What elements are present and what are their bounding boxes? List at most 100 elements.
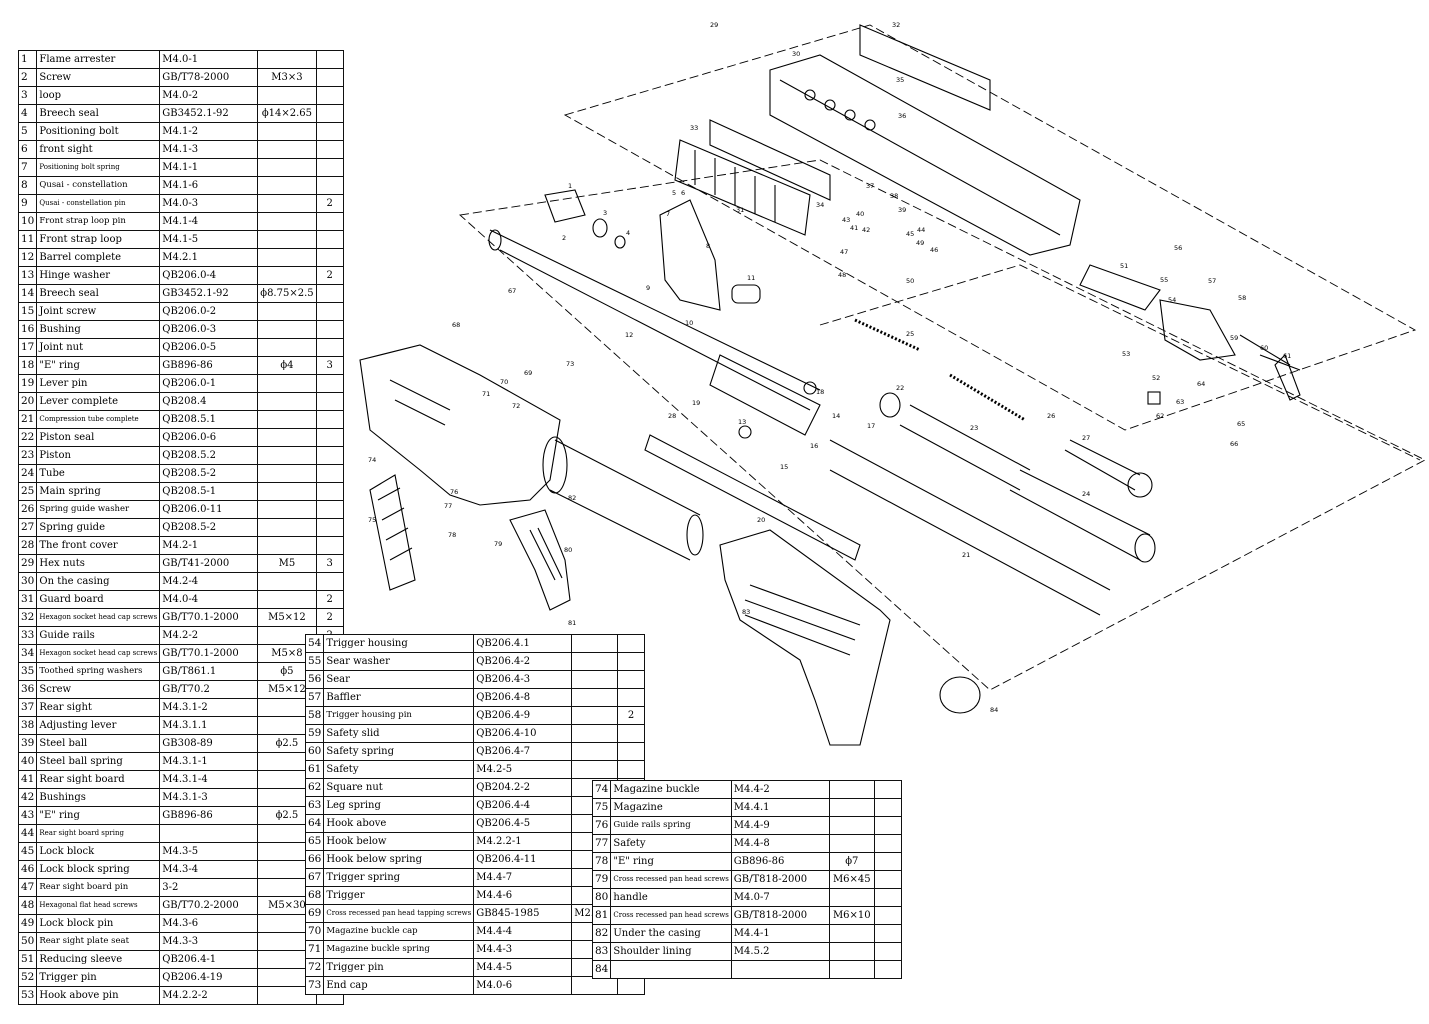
part-standard: M4.1-5 — [159, 230, 259, 249]
callout-40: 40 — [856, 210, 864, 218]
callout-58: 58 — [1238, 294, 1246, 302]
part-number: 84 — [591, 960, 612, 979]
part-spec: ϕ7 — [828, 852, 875, 871]
part-number: 48 — [17, 896, 38, 915]
callout-26: 26 — [1047, 412, 1055, 420]
part-name: front sight — [36, 140, 161, 159]
part-standard: M4.4-1 — [730, 924, 830, 943]
callout-11: 11 — [747, 274, 755, 282]
part-standard: M4.2.1 — [159, 248, 259, 267]
callout-83: 83 — [742, 608, 750, 616]
front-sight — [659, 199, 721, 311]
callout-13: 13 — [738, 418, 746, 426]
part-standard: M4.3-3 — [159, 932, 259, 951]
callout-79: 79 — [494, 540, 502, 548]
part-number: 12 — [17, 248, 38, 267]
part-standard: 3-2 — [159, 878, 259, 897]
callout-54: 54 — [1168, 296, 1176, 304]
part-name: Screw — [36, 68, 161, 87]
part-number: 13 — [17, 266, 38, 285]
callout-17: 17 — [867, 422, 875, 430]
spring — [854, 318, 1026, 422]
part-number: 25 — [17, 482, 38, 501]
part-name: Rear sight board spring — [36, 824, 161, 843]
callout-51: 51 — [1120, 262, 1128, 270]
callout-75: 75 — [368, 516, 376, 524]
part-number: 68 — [304, 886, 325, 905]
part-number: 39 — [17, 734, 38, 753]
callout-25: 25 — [906, 330, 914, 338]
part-name: Hook below — [323, 832, 475, 851]
part-name: Lock block spring — [36, 860, 161, 879]
part-number: 53 — [17, 986, 38, 1005]
part-name: Lock block — [36, 842, 161, 861]
flame-arrester — [544, 189, 586, 223]
part-standard: GB/T70.2-2000 — [159, 896, 259, 915]
part-standard: M4.3.1.1 — [159, 716, 259, 735]
part-standard: M4.5.2 — [730, 942, 830, 961]
part-name: Trigger spring — [323, 868, 475, 887]
reducing-sleeve — [1079, 264, 1161, 311]
part-number: 34 — [17, 644, 38, 663]
part-qty — [873, 780, 902, 799]
part-name: Lock block pin — [36, 914, 161, 933]
part-standard: M4.4.1 — [730, 798, 830, 817]
part-standard: QB206.4-11 — [473, 850, 573, 869]
callout-68: 68 — [452, 321, 460, 329]
part-name: Trigger pin — [323, 958, 475, 977]
part-standard: M4.3.1-3 — [159, 788, 259, 807]
part-standard: QB206.0-6 — [159, 428, 259, 447]
part-name: Qusai - constellation — [36, 176, 161, 195]
callout-60: 60 — [1260, 344, 1268, 352]
buffer-tube — [549, 439, 701, 561]
part-name: Hook below spring — [323, 850, 475, 869]
part-spec — [828, 798, 875, 817]
callout-10: 10 — [685, 319, 693, 327]
part-number: 14 — [17, 284, 38, 303]
part-number: 17 — [17, 338, 38, 357]
part-qty — [617, 976, 646, 995]
part-name: Trigger pin — [36, 968, 161, 987]
part-standard: GB/T818-2000 — [730, 906, 830, 925]
part-name: Hexagon socket head cap screws — [36, 608, 161, 627]
callout-16: 16 — [810, 442, 818, 450]
part-number: 49 — [17, 914, 38, 933]
part-standard: M4.4-6 — [473, 886, 573, 905]
part-name: Screw — [36, 680, 161, 699]
part-number: 50 — [17, 932, 38, 951]
part-standard: M4.2-2 — [159, 626, 259, 645]
part-spec — [828, 834, 875, 853]
part-qty — [873, 942, 902, 961]
part-name: Rear sight — [36, 698, 161, 717]
part-name: Barrel complete — [36, 248, 161, 267]
part-qty — [873, 834, 902, 853]
part-number: 33 — [17, 626, 38, 645]
part-number: 19 — [17, 374, 38, 393]
part-name: Leg spring — [323, 796, 475, 815]
callout-24: 24 — [1082, 490, 1090, 498]
part-number: 81 — [591, 906, 612, 925]
callout-61: 61 — [1283, 352, 1291, 360]
